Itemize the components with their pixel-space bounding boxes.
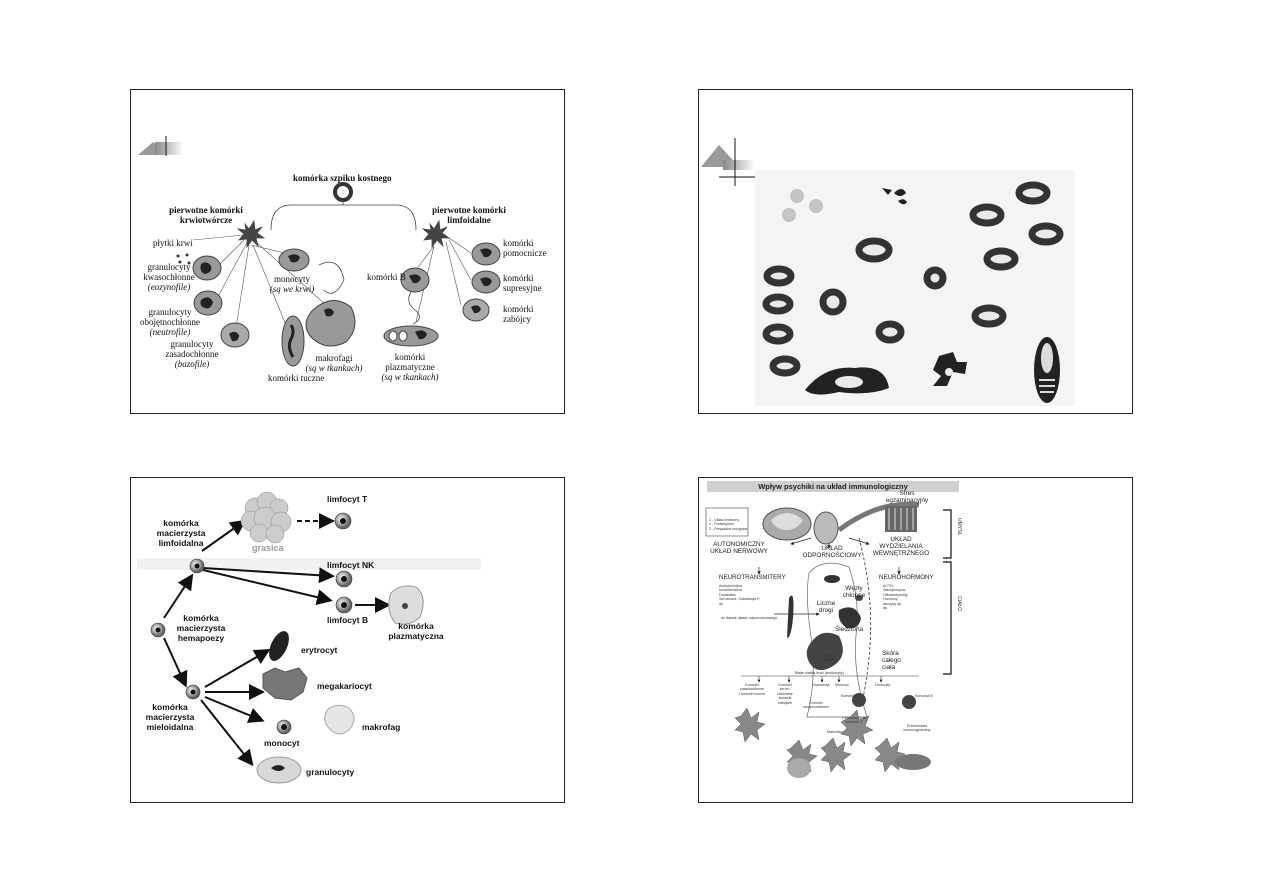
to-tissues-label: do tkanek układu odpornościowego [721,616,778,620]
macrophages-label: Makrofagi [827,730,843,734]
side-label-body: CIAŁO [956,596,962,612]
cell-shapes-drawing [701,138,1075,406]
monocyte-label: monocyt [264,738,300,748]
bone-marrow-label: komórka szpiku kostnego [293,173,392,183]
granulocytes-label: granulocyty [306,767,355,777]
b-cell-label: limfocyt B [327,615,369,625]
stem-cells-drawing [137,491,481,784]
mast-cells-label: komórki tuczne [268,373,325,383]
neurotransmitters-label: NEUROTRANSMITERY [719,574,786,581]
slide-cell-shapes [698,89,1133,414]
erythrocyte-label: erytrocyt [301,645,338,655]
side-label-mind: UMYSŁ [956,518,962,536]
neurohormones-label: NEUROHORMONY [879,574,934,581]
monocytes-label: monocyty(są we krwi) [269,274,315,294]
t-cell-label: Komórka T [841,694,859,698]
platelets-label: płytki krwi [153,238,193,248]
slide-hematopoiesis-diagram: komórka szpiku kostnego pierwotne komórk… [130,89,565,414]
megakaryocyte-label: megakariocyt [317,681,372,691]
hematopoiesis-drawing [138,136,501,367]
t-cell-label: limfocyt T [327,494,368,504]
leukocytes-label: Białe ciałka krwi (leukocyty) [795,670,844,675]
macrophages-label: makrofagi(są w tkankach) [305,353,363,373]
thymus-label: grasica [252,543,284,553]
granulocyte-label: Granulocyt [812,683,830,687]
monocyte-label: Monocyt [835,683,849,687]
spleen-label: Śledziona [835,626,864,633]
lymphocytes-label: Limfocyty [875,683,891,687]
b-cells-label: komórki B [367,272,406,282]
nk-cell-label: limfocyt NK [327,560,375,570]
neurohormone-list: ACTH,Wazopresyna,Glikokortykoidy,Hormony… [883,584,909,611]
slide-psyche-immune: Wpływ psychiki na układ immunologiczny [698,477,1133,803]
psyche-immune-drawing [705,501,952,778]
macrophage-label: makrofag [362,722,401,732]
slide4-title-bar [707,481,959,492]
slide4-title: Wpływ psychiki na układ immunologiczny [758,482,908,491]
b-cell-label: Komórka B [915,694,933,698]
neurotransmitter-list: Acetylocholina,Noradrenalina,Dopamina,Se… [719,584,761,606]
